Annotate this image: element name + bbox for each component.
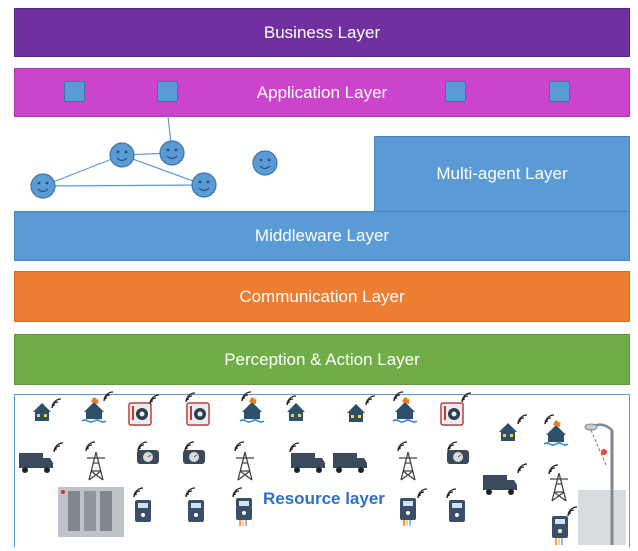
application-module-square — [157, 81, 178, 102]
wifi-icon — [517, 463, 528, 474]
water-meter-icon — [136, 449, 160, 465]
wifi-icon — [517, 414, 528, 425]
wifi-icon — [85, 441, 96, 452]
flooded-house-fire-icon — [392, 396, 418, 423]
flooded-house-fire-icon — [239, 396, 265, 423]
resource-layer: Resource layer — [14, 394, 630, 547]
multi-agent-layer-label: Multi-agent Layer — [436, 164, 568, 183]
application-module-square — [64, 81, 85, 102]
agent-smiley-icon — [159, 140, 185, 166]
wifi-icon — [393, 391, 404, 402]
resource-icons — [19, 391, 626, 545]
flooded-house-fire-icon — [543, 419, 569, 446]
power-tower-icon — [235, 451, 255, 481]
smart-meter-icon — [188, 500, 204, 522]
flooded-house-fire-icon — [81, 396, 107, 423]
wifi-icon — [417, 488, 428, 499]
wifi-icon — [289, 442, 300, 453]
wifi-icon — [447, 441, 458, 452]
wifi-icon — [461, 392, 472, 403]
perception-action-layer-label: Perception & Action Layer — [224, 349, 420, 369]
application-module-square — [549, 81, 570, 102]
power-tower-icon — [398, 451, 418, 481]
truck-icon — [19, 453, 53, 473]
wifi-icon — [446, 488, 457, 499]
water-meter-icon — [446, 449, 470, 465]
perception-action-layer: Perception & Action Layer — [14, 334, 630, 385]
thermostat-icon — [440, 402, 464, 426]
resource-layer-label: Resource layer — [263, 489, 385, 508]
middleware-layer: Middleware Layer — [14, 211, 630, 261]
smart-meter-icon — [552, 516, 568, 538]
wifi-icon — [286, 395, 297, 406]
wifi-icon — [397, 441, 408, 452]
thermostat-icon — [128, 402, 152, 426]
house-icon — [499, 423, 517, 441]
smart-meter-icon — [135, 500, 151, 522]
water-meter-icon — [182, 449, 206, 465]
server-rack-icon — [58, 487, 124, 537]
truck-icon — [333, 453, 367, 473]
middleware-layer-label: Middleware Layer — [254, 226, 390, 245]
agent-smiley-icon — [191, 172, 217, 198]
house-icon — [287, 403, 305, 421]
agent-smiley-icon — [109, 142, 135, 168]
business-layer: Business Layer — [14, 8, 630, 57]
agent-smiley-icon — [252, 150, 278, 176]
application-module-square — [445, 81, 466, 102]
wifi-icon — [234, 441, 245, 452]
wifi-icon — [184, 441, 195, 452]
street-lamp-icon — [578, 423, 626, 545]
smart-meter-icon — [400, 498, 416, 520]
wifi-icon — [232, 487, 243, 498]
smart-meter-icon — [236, 498, 252, 520]
communication-layer-label: Communication Layer — [239, 286, 405, 306]
power-tower-icon — [549, 472, 569, 502]
wifi-icon — [149, 394, 160, 405]
communication-layer: Communication Layer — [14, 271, 630, 322]
agent-smiley-icon — [30, 173, 56, 199]
application-layer-label: Application Layer — [256, 82, 388, 102]
wifi-icon — [137, 441, 148, 452]
wifi-icon — [51, 398, 62, 409]
application-layer: Application Layer — [14, 68, 630, 117]
wifi-icon — [365, 395, 376, 406]
business-layer-label: Business Layer — [263, 22, 381, 42]
wifi-icon — [185, 487, 196, 498]
multi-agent-layer: Multi-agent Layer — [374, 136, 630, 212]
wifi-icon — [567, 506, 578, 517]
power-tower-icon — [86, 451, 106, 481]
wifi-icon — [241, 391, 252, 402]
wifi-icon — [185, 392, 196, 403]
wifi-icon — [133, 487, 144, 498]
truck-icon — [483, 475, 517, 495]
thermostat-icon — [186, 402, 210, 426]
smart-meter-icon — [449, 500, 465, 522]
house-icon — [347, 404, 365, 422]
wifi-icon — [103, 391, 114, 402]
house-icon — [33, 403, 51, 421]
truck-icon — [291, 453, 325, 473]
wifi-icon — [53, 442, 64, 453]
wifi-icon — [548, 464, 559, 475]
wifi-icon — [544, 414, 555, 425]
